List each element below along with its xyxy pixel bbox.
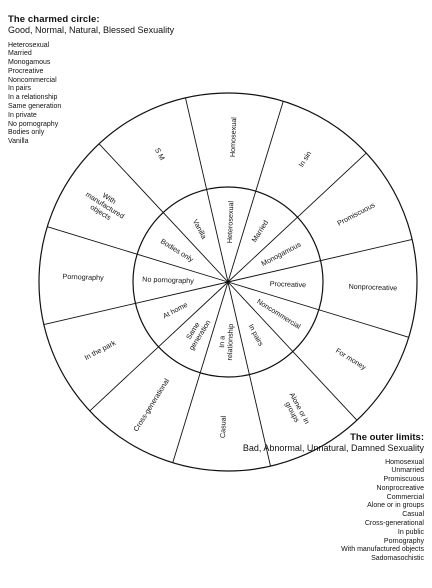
- inner-segment-label-text: At home: [161, 300, 189, 321]
- outer-limits-list-item: Cross-generational: [364, 520, 424, 528]
- outer-limits-list-item: With manufactured objects: [341, 546, 424, 554]
- inner-segment-label-text: Monogamous: [260, 239, 303, 268]
- outer-segment-label-text: Homosexual: [228, 117, 238, 158]
- charmed-circle-list-item: Same generation: [8, 103, 62, 111]
- outer-segment-label: In sin: [296, 149, 313, 168]
- inner-segment-label-text: Noncommercial: [255, 297, 302, 331]
- segment-divider: [98, 143, 229, 283]
- outer-segment-label-text: Pornography: [62, 272, 104, 282]
- outer-segment-label-text: Casual: [218, 415, 228, 438]
- charmed-circle-list-item: In private: [8, 111, 37, 119]
- segment-divider: [227, 281, 271, 467]
- segment-divider: [227, 281, 358, 421]
- inner-segment-label: Samegeneration: [180, 314, 213, 352]
- inner-ring: [132, 186, 324, 378]
- outer-limits-list-item: In public: [397, 528, 424, 536]
- outer-segment-label-text: In sin: [296, 149, 313, 168]
- outer-segment-label: Alone or ingroups: [280, 391, 311, 429]
- outer-segment-label: S M: [153, 146, 167, 162]
- segment-divider: [227, 281, 409, 338]
- inner-segment-label-text: Vanilla: [191, 218, 209, 241]
- inner-segment-label: Married: [250, 218, 271, 243]
- inner-segment-label-text: Married: [250, 218, 271, 243]
- charmed-circle-subtitle: Good, Normal, Natural, Blessed Sexuality: [8, 25, 175, 35]
- inner-segment-label: At home: [161, 300, 189, 321]
- outer-limits-list-item: Nonprocreative: [376, 484, 424, 492]
- inner-segment-label: Bodies only: [159, 237, 196, 265]
- charmed-circle-title: The charmed circle:: [8, 14, 100, 25]
- outer-limits-list-item: Unmarried: [391, 467, 424, 475]
- segment-divider: [43, 281, 229, 325]
- outer-limits-list-item: Casual: [402, 511, 424, 519]
- outer-segment-label: Promiscuous: [336, 200, 377, 228]
- segment-divider: [89, 281, 229, 412]
- charmed-circle-list-item: In a relationship: [8, 94, 58, 102]
- charmed-circle-list-item: Procreative: [8, 67, 44, 75]
- outer-limits-title: The outer limits:: [350, 432, 424, 443]
- inner-segment-label-text: No pornography: [142, 275, 194, 286]
- inner-segment-label-text: Procreative: [270, 279, 307, 289]
- outer-segment-label: Cross-generational: [131, 376, 171, 433]
- outer-limits-list-item: Commercial: [386, 493, 424, 501]
- outer-limits-list-item: Promiscuous: [383, 476, 424, 484]
- outer-segment-label: For money: [334, 346, 368, 372]
- outer-segment-label-text: Nonprocreative: [348, 282, 397, 293]
- outer-limits-list-item: Alone or in groups: [367, 502, 424, 510]
- inner-segment-label: Monogamous: [260, 239, 303, 268]
- segment-divider: [227, 239, 413, 283]
- inner-segment-label: No pornography: [142, 275, 194, 286]
- inner-segment-label-text: Heterosexual: [225, 200, 235, 243]
- charmed-circle-list-item: Married: [8, 50, 32, 58]
- outer-limits-legend: The outer limits: Bad, Abnormal, Unnatur…: [224, 432, 424, 564]
- inner-segment-label: Procreative: [270, 279, 307, 289]
- charmed-circle-list-item: Heterosexual: [8, 41, 50, 49]
- inner-segment-label: Heterosexual: [225, 200, 235, 243]
- inner-segment-label: Vanilla: [191, 218, 209, 241]
- inner-segment-label: In arelationship: [217, 323, 235, 360]
- segment-divider: [47, 226, 229, 283]
- outer-segment-label: Homosexual: [228, 117, 238, 158]
- outer-limits-subtitle: Bad, Abnormal, Unnatural, Damned Sexuali…: [242, 443, 424, 453]
- charmed-circle-list-item: Vanilla: [8, 138, 29, 146]
- segment-divider: [227, 101, 284, 283]
- inner-segment-label-line: In a: [217, 336, 226, 348]
- charmed-circle-list-item: Bodies only: [8, 129, 45, 137]
- charmed-circle-list-item: Noncommercial: [8, 76, 57, 84]
- outer-segment-label-text: Promiscuous: [336, 200, 377, 228]
- outer-ring: [38, 92, 418, 472]
- outer-segment-label: Withmanufacturedobjects: [80, 183, 131, 228]
- outer-limits-list-item: Sadomasochistic: [371, 555, 424, 563]
- inner-segment-label: Noncommercial: [255, 297, 302, 331]
- outer-segment-label: In the park: [83, 338, 118, 362]
- outer-limits-list-item: Pornography: [383, 537, 424, 545]
- charmed-circle-legend: The charmed circle: Good, Normal, Natura…: [8, 14, 218, 147]
- outer-segment-label-text: S M: [153, 146, 167, 162]
- charmed-circle-list-item: In pairs: [8, 85, 31, 93]
- charmed-circle-list-item: No pornography: [8, 120, 59, 128]
- charmed-circle-list-item: Monogamous: [8, 59, 51, 67]
- outer-segment-label-text: For money: [334, 346, 368, 372]
- inner-segment-label-line: relationship: [225, 324, 235, 361]
- outer-segment-label-text: In the park: [83, 338, 118, 362]
- outer-segment-label: Pornography: [62, 272, 104, 282]
- inner-segment-label-text: Bodies only: [159, 237, 196, 265]
- segment-divider: [172, 281, 229, 463]
- outer-limits-list-item: Homosexual: [385, 458, 424, 466]
- inner-segment-label: In pairs: [247, 322, 266, 347]
- segment-divider: [227, 152, 367, 283]
- outer-segment-label: Nonprocreative: [348, 282, 397, 293]
- outer-segment-label-text: Cross-generational: [131, 376, 171, 433]
- segment-divider: [185, 97, 229, 283]
- outer-segment-label: Casual: [218, 415, 228, 438]
- inner-segment-label-text: In pairs: [247, 322, 266, 347]
